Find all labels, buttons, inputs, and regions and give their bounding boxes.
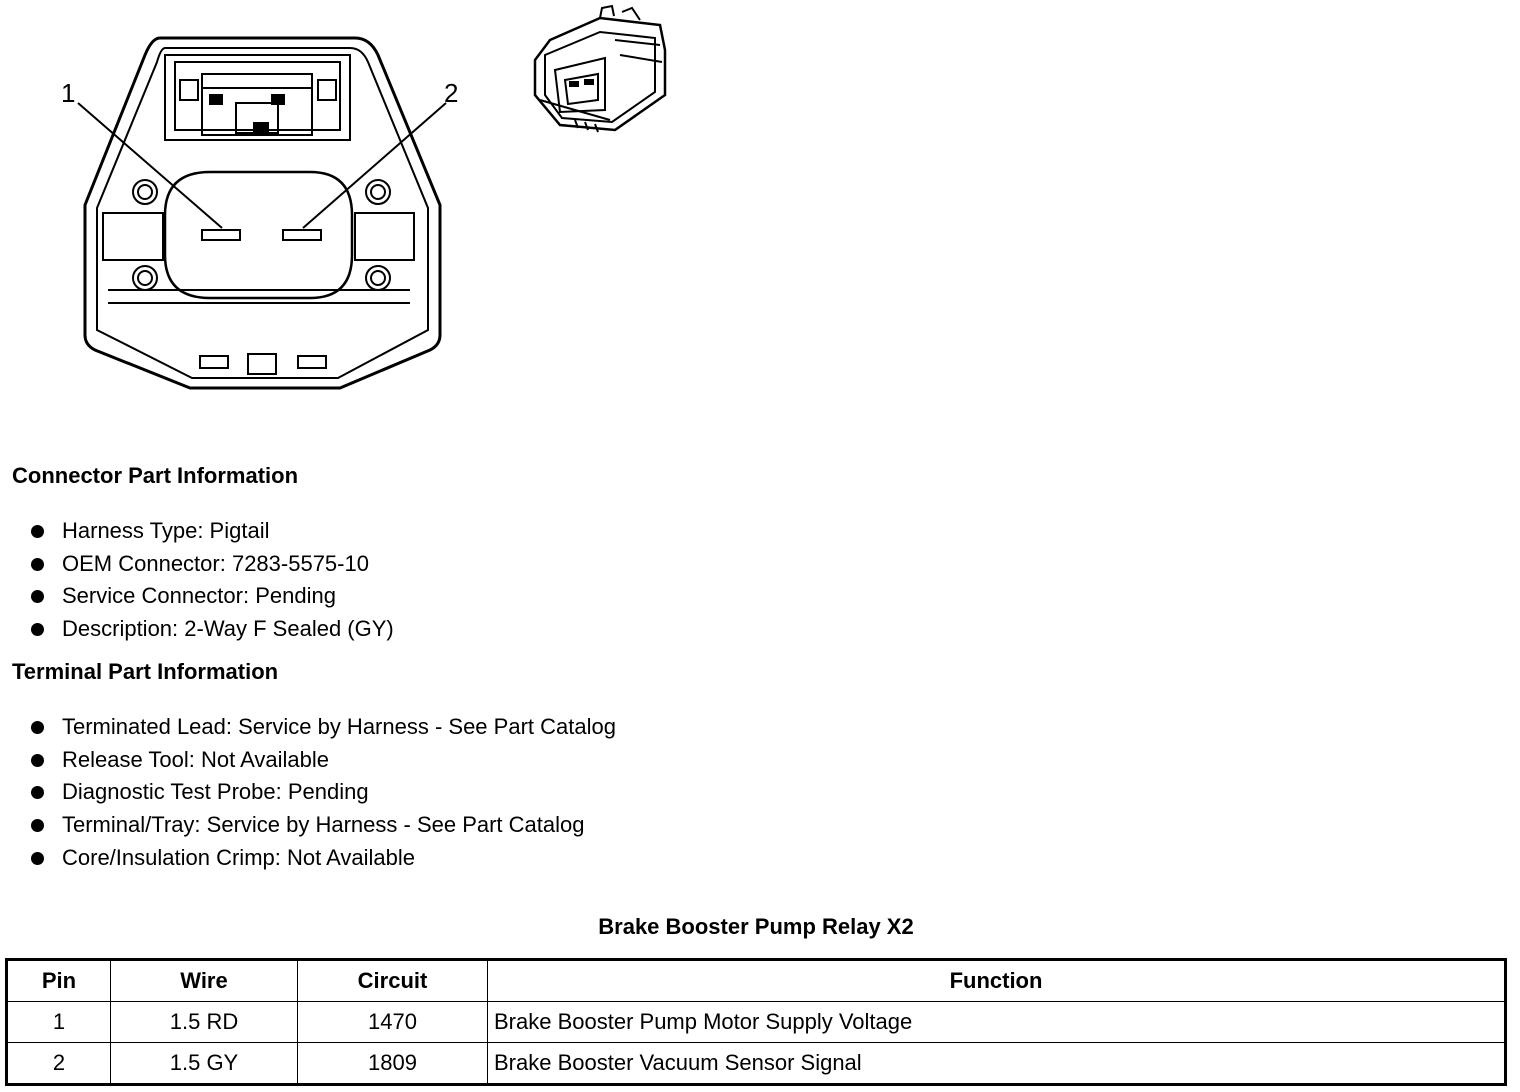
connector-diagram: 1 2 bbox=[61, 4, 667, 390]
cell-pin: 1 bbox=[6, 1001, 111, 1043]
cell-function: Brake Booster Pump Motor Supply Voltage bbox=[487, 1001, 1506, 1043]
terminal-slot-2 bbox=[282, 229, 322, 241]
bullet-icon bbox=[31, 525, 44, 538]
bullet-icon bbox=[31, 623, 44, 637]
cell-pin: 2 bbox=[6, 1042, 111, 1085]
list-item-text: Release Tool: Not Available bbox=[62, 746, 330, 772]
latch-outline bbox=[164, 54, 351, 141]
list-item-text: Service Connector: Pending bbox=[62, 583, 336, 609]
left-tab bbox=[102, 212, 164, 261]
pin-2-label: 2 bbox=[444, 78, 458, 108]
cell-function: Brake Booster Vacuum Sensor Signal bbox=[487, 1042, 1506, 1085]
column-header-pin: Pin bbox=[6, 959, 111, 1002]
terminal-info-heading: Terminal Part Information bbox=[12, 659, 279, 684]
list-item: Terminated Lead: Service by Harness - Se… bbox=[28, 711, 616, 744]
terminal-cavity bbox=[163, 170, 354, 300]
list-item-text: Diagnostic Test Probe: Pending bbox=[62, 779, 369, 805]
bullet-icon bbox=[31, 851, 44, 865]
cell-wire: 1.5 RD bbox=[110, 1001, 298, 1043]
terminal-slot-1 bbox=[201, 229, 241, 241]
connector-info-heading: Connector Part Information bbox=[12, 463, 299, 488]
list-item: Diagnostic Test Probe: Pending bbox=[28, 776, 616, 809]
table-header-row: Pin Wire Circuit Function bbox=[6, 959, 1506, 1002]
bullet-icon bbox=[31, 819, 44, 833]
list-item: Release Tool: Not Available bbox=[28, 744, 616, 777]
list-item-text: Terminated Lead: Service by Harness - Se… bbox=[62, 714, 616, 739]
column-header-circuit: Circuit bbox=[297, 959, 488, 1002]
cell-circuit: 1470 bbox=[297, 1001, 488, 1043]
list-item: OEM Connector: 7283-5575-10 bbox=[28, 548, 394, 581]
list-item: Core/Insulation Crimp: Not Available bbox=[28, 842, 616, 875]
list-item: Harness Type: Pigtail bbox=[28, 515, 394, 548]
pin-1-leader bbox=[77, 102, 223, 229]
list-item: Service Connector: Pending bbox=[28, 580, 394, 613]
list-item-text: OEM Connector: 7283-5575-10 bbox=[62, 550, 369, 576]
terminal-info-list: Terminated Lead: Service by Harness - Se… bbox=[28, 711, 616, 874]
list-item-text: Terminal/Tray: Service by Harness - See … bbox=[62, 812, 585, 838]
list-item-text: Description: 2-Way F Sealed (GY) bbox=[62, 616, 394, 642]
right-tab bbox=[354, 212, 415, 261]
table-row: 1 1.5 RD 1470 Brake Booster Pump Motor S… bbox=[6, 1001, 1506, 1043]
table-row: 2 1.5 GY 1809 Brake Booster Vacuum Senso… bbox=[6, 1042, 1506, 1085]
column-header-wire: Wire bbox=[110, 959, 298, 1002]
connector-housing-outline bbox=[83, 36, 442, 390]
cell-circuit: 1809 bbox=[297, 1042, 488, 1085]
pin-1-label: 1 bbox=[61, 78, 75, 108]
connector-perspective-view bbox=[533, 4, 667, 133]
column-header-function: Function bbox=[487, 959, 1506, 1002]
bullet-icon bbox=[31, 786, 44, 800]
bullet-icon bbox=[31, 590, 44, 604]
bullet-icon bbox=[31, 753, 44, 767]
list-item: Terminal/Tray: Service by Harness - See … bbox=[28, 809, 616, 842]
list-item-text: Core/Insulation Crimp: Not Available bbox=[62, 844, 415, 870]
cell-wire: 1.5 GY bbox=[110, 1042, 298, 1085]
bullet-icon bbox=[31, 721, 44, 734]
bullet-icon bbox=[31, 557, 44, 571]
pin-2-leader bbox=[302, 102, 447, 229]
list-item: Description: 2-Way F Sealed (GY) bbox=[28, 613, 394, 646]
pin-table: Pin Wire Circuit Function 1 1.5 RD 1470 … bbox=[5, 958, 1507, 1086]
table-title: Brake Booster Pump Relay X2 bbox=[598, 914, 914, 939]
list-item-text: Harness Type: Pigtail bbox=[62, 518, 270, 543]
connector-info-list: Harness Type: Pigtail OEM Connector: 728… bbox=[28, 515, 394, 646]
